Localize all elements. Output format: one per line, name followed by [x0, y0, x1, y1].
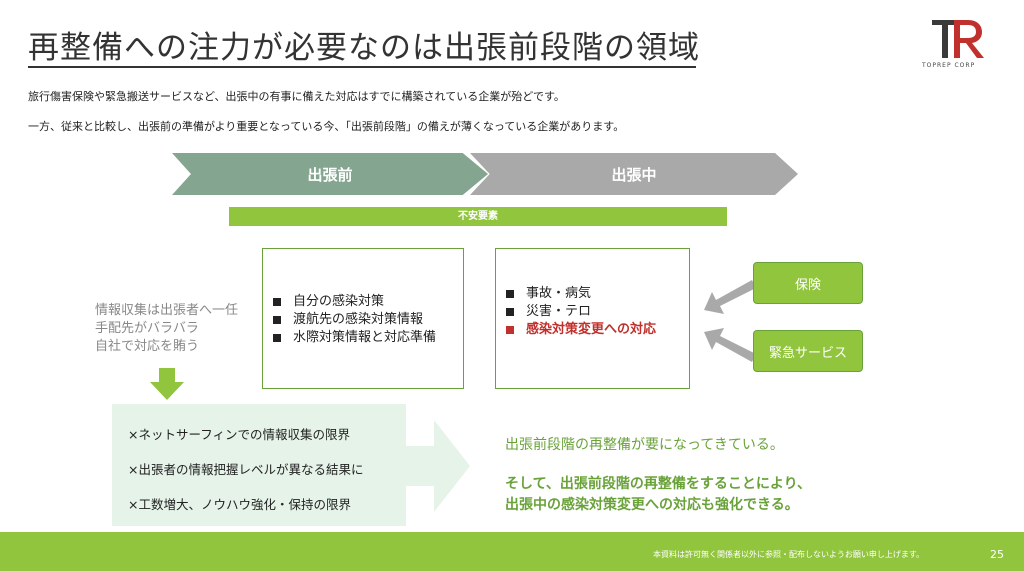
title-underline	[28, 66, 696, 68]
during-risks-list: 事故・病気 災害・テロ 感染対策変更への対応	[506, 285, 656, 339]
limitation-item: ×ネットサーフィンでの情報収集の限界	[128, 427, 350, 442]
phase-before-label: 出張前	[307, 165, 353, 184]
list-item: 水際対策情報と対応準備	[273, 329, 436, 347]
logo-company-name: TOPREP CORP	[922, 62, 976, 69]
down-arrow-icon	[150, 368, 184, 400]
limitation-item: ×出張者の情報把握レベルが異なる結果に	[128, 462, 364, 477]
bullet-square-icon	[273, 316, 281, 324]
emergency-service-pill: 緊急サービス	[753, 330, 863, 372]
limitation-item: ×工数増大、ノウハウ強化・保持の限界	[128, 497, 351, 512]
intro-line-2: 一方、従来と比較し、出張前の準備がより重要となっている今、「出張前段階」の備えが…	[28, 120, 625, 133]
bullet-square-icon	[506, 326, 514, 334]
logo-mark-icon	[932, 20, 984, 58]
phase-during-arrow: 出張中	[470, 153, 798, 195]
bullet-square-icon	[273, 298, 281, 306]
support-arrows-icon	[704, 280, 756, 362]
current-practice-note: 情報収集は出張者へ一任 手配先がバラバラ 自社で対応を賄う	[95, 302, 238, 356]
page-title: 再整備への注力が必要なのは出張前段階の領域	[28, 30, 700, 66]
confidentiality-note: 本資料は許可無く関係者以外に参照・配布しないようお願い申し上げます。	[653, 550, 925, 559]
bullet-square-icon	[506, 290, 514, 298]
bullet-square-icon	[506, 308, 514, 316]
note-line: 自社で対応を賄う	[95, 339, 200, 354]
note-line: 手配先がバラバラ	[95, 321, 199, 336]
insurance-pill: 保険	[753, 262, 863, 304]
list-item: 渡航先の感染対策情報	[273, 311, 436, 329]
phase-before-arrow: 出張前	[172, 153, 488, 195]
right-arrow-icon	[404, 420, 470, 512]
limitations-box: ×ネットサーフィンでの情報収集の限界 ×出張者の情報把握レベルが異なる結果に ×…	[112, 404, 406, 526]
before-risks-list: 自分の感染対策 渡航先の感染対策情報 水際対策情報と対応準備	[273, 293, 436, 347]
list-item: 自分の感染対策	[273, 293, 436, 311]
intro-line-1: 旅行傷害保険や緊急搬送サービスなど、出張中の有事に備えた対応はすでに構築されてい…	[28, 90, 565, 103]
list-item-highlight: 感染対策変更への対応	[506, 321, 656, 339]
conclusion-line-2: そして、出張前段階の再整備をすることにより、 出張中の感染対策変更への対応も強化…	[505, 476, 812, 513]
anxiety-factors-bar: 不安要素	[229, 207, 727, 226]
before-risks-box: 自分の感染対策 渡航先の感染対策情報 水際対策情報と対応準備	[262, 248, 464, 389]
conclusion-line-1: 出張前段階の再整備が要になってきている。	[505, 437, 784, 453]
phase-during-label: 出張中	[611, 165, 657, 184]
bullet-square-icon	[273, 334, 281, 342]
company-logo	[928, 14, 988, 70]
page-number: 25	[990, 548, 1004, 561]
list-item: 災害・テロ	[506, 303, 656, 321]
note-line: 情報収集は出張者へ一任	[95, 303, 239, 318]
list-item: 事故・病気	[506, 285, 656, 303]
footer-bar	[0, 532, 1024, 571]
during-risks-box: 事故・病気 災害・テロ 感染対策変更への対応	[495, 248, 690, 389]
